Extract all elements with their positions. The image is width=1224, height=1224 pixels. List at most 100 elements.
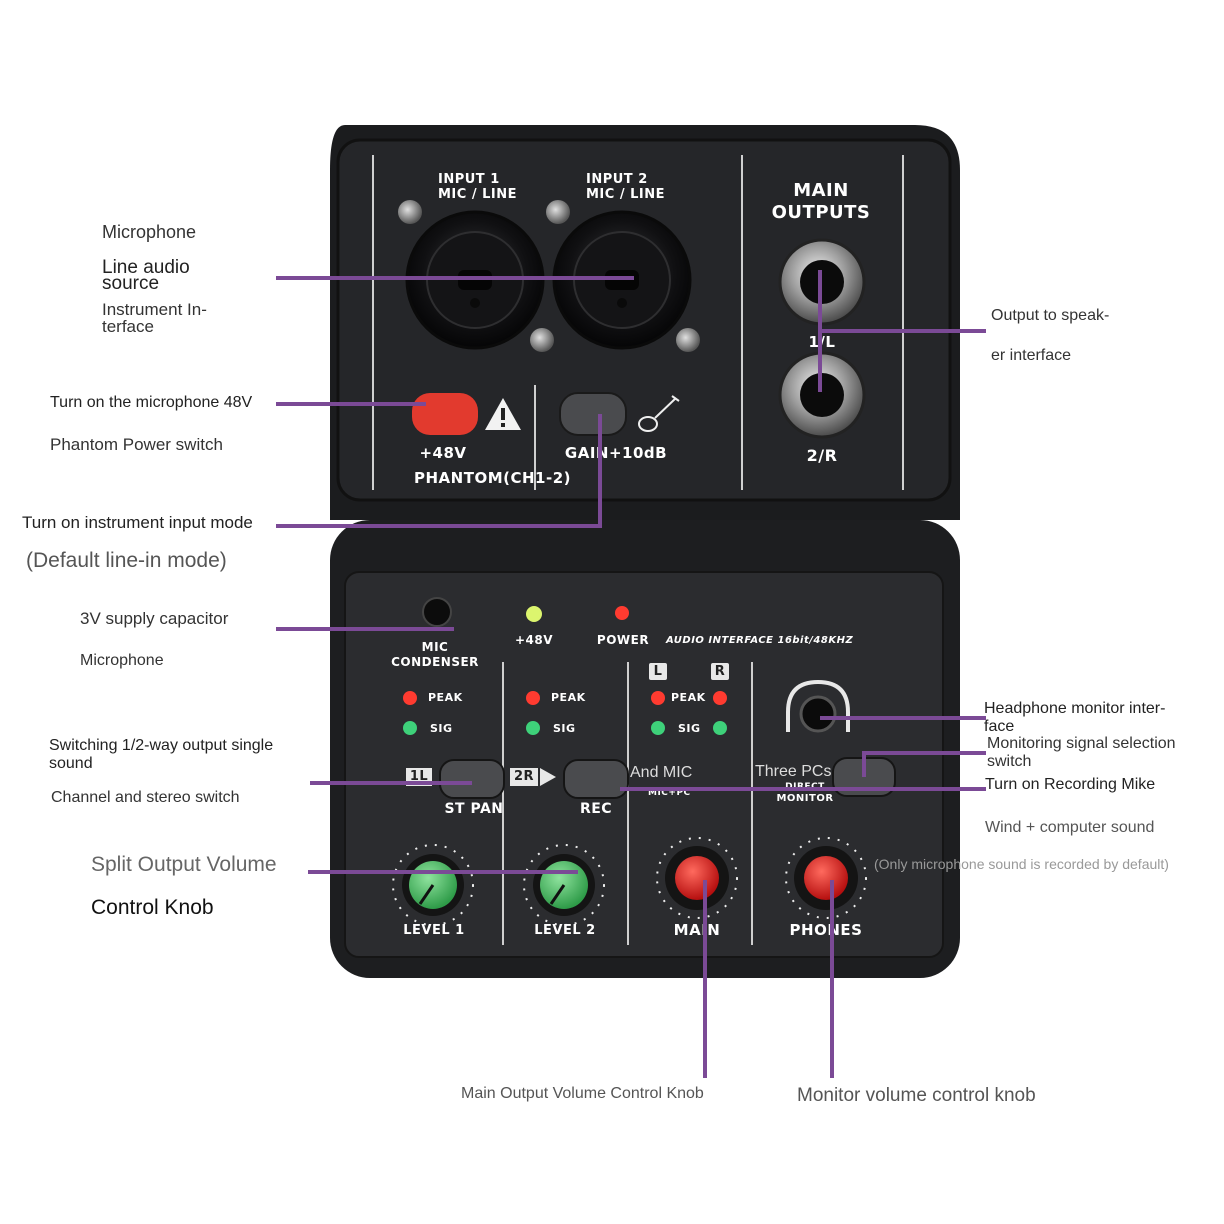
callout-switching-1: Switching 1/2-way output single	[49, 737, 274, 754]
callout-monitor-volume: Monitor volume control knob	[797, 1085, 1036, 1106]
knob-main	[656, 837, 738, 919]
model-text: AUDIO INTERFACE 16bit/48KHZ	[666, 635, 854, 646]
callout-capacitor: 3V supply capacitor	[80, 609, 229, 628]
leader-phantom	[276, 402, 426, 406]
front-panel	[344, 571, 944, 958]
leader-rec	[620, 787, 986, 791]
peak-label-main: PEAK	[671, 691, 706, 704]
sig-label-ch1: SIG	[430, 722, 453, 735]
callout-recording-mike: Turn on Recording Mike	[985, 776, 1156, 793]
sig-led-ch1	[403, 721, 417, 735]
peak-led-l	[651, 691, 665, 705]
callout-monitoring-2: switch	[987, 753, 1032, 770]
monitor-label-2: MONITOR	[776, 793, 834, 804]
input2-sub: MIC / LINE	[586, 187, 665, 202]
knob-label-main: MAIN	[673, 921, 721, 939]
input2-label: INPUT 2	[586, 172, 648, 187]
knob-phones	[785, 837, 867, 919]
condenser-label: CONDENSER	[391, 655, 479, 669]
callout-output-speaker-1: Output to speak-	[991, 307, 1110, 324]
knob-label-phones: PHONES	[789, 921, 863, 939]
callout-only-mic: (Only microphone sound is recorded by de…	[874, 856, 1169, 872]
phantom-label: PHANTOM(CH1-2)	[414, 469, 571, 487]
sig-label-main: SIG	[678, 722, 701, 735]
pan-1l-label: 1L	[409, 769, 429, 784]
sig-led-r	[713, 721, 727, 735]
callout-control-knob: Control Knob	[91, 896, 214, 919]
callout-microphone-top: Microphone	[102, 222, 197, 242]
leader-capacitor	[276, 627, 454, 631]
pan-2r-label: 2R	[513, 769, 535, 784]
knob-label-level-2: LEVEL 2	[534, 923, 596, 938]
rec-label: REC	[579, 801, 613, 817]
input1-label: INPUT 1	[438, 172, 500, 187]
xlr-input-2	[546, 200, 700, 352]
headphone-jack	[799, 695, 837, 733]
leader-output-v	[818, 270, 822, 392]
callout-split-output: Split Output Volume	[91, 853, 277, 876]
leader-monitor-v	[862, 751, 866, 777]
callout-microphone-bottom: Microphone	[80, 652, 164, 669]
sig-led-l	[651, 721, 665, 735]
callout-phantom-2: Phantom Power switch	[50, 435, 223, 454]
led-power	[615, 606, 629, 620]
st-pan-switch	[439, 759, 505, 799]
callout-main-output: Main Output Volume Control Knob	[461, 1085, 704, 1102]
callout-line-audio-1: Line audio	[102, 257, 190, 278]
mic-label: MIC	[421, 640, 449, 654]
xlr-input-1	[398, 200, 554, 352]
led-power-label: POWER	[596, 633, 650, 647]
rec-switch	[563, 759, 629, 799]
callout-output-speaker-2: er interface	[991, 347, 1072, 364]
callout-line-audio-2: source	[102, 273, 160, 294]
led-48v-label: +48V	[514, 633, 554, 647]
callout-wind-computer: Wind + computer sound	[985, 819, 1155, 836]
r-label: R	[714, 664, 726, 679]
st-pan-label: ST PAN	[444, 801, 504, 817]
callout-and-mic: And MIC	[630, 764, 693, 781]
callout-instrument-1: Instrument In-	[102, 300, 207, 319]
phantom-voltage-label: +48V	[419, 444, 467, 462]
led-48v	[526, 606, 542, 622]
condenser-mic-capsule	[422, 597, 452, 627]
main-outputs-subtitle: OUTPUTS	[771, 202, 871, 223]
callout-headphone-1: Headphone monitor inter-	[984, 700, 1166, 717]
main-output-jack-2	[778, 351, 866, 439]
leader-instrument-h	[276, 524, 602, 528]
callout-headphone-2: face	[984, 718, 1015, 735]
peak-led-ch2	[526, 691, 540, 705]
peak-label-ch1: PEAK	[428, 691, 463, 704]
callout-switching-2: sound	[49, 755, 93, 772]
out1-label: 1/L	[792, 333, 852, 351]
main-output-jack-1	[778, 238, 866, 326]
peak-led-ch1	[403, 691, 417, 705]
knob-label-level-1: LEVEL 1	[403, 923, 465, 938]
callout-three-pcs: Three PCs	[755, 763, 832, 780]
leader-headphone	[820, 716, 986, 720]
leader-input	[276, 276, 634, 280]
phantom-power-button	[412, 393, 478, 435]
leader-main-knob	[703, 880, 707, 1078]
main-outputs-title: MAIN	[793, 180, 849, 201]
leader-st-pan	[310, 781, 472, 785]
callout-instrument-mode: Turn on instrument input mode	[22, 513, 253, 532]
leader-level	[308, 870, 578, 874]
callout-phantom-1: Turn on the microphone 48V	[50, 394, 253, 411]
peak-led-r	[713, 691, 727, 705]
callout-default-line: (Default line-in mode)	[26, 549, 227, 572]
sig-label-ch2: SIG	[553, 722, 576, 735]
leader-instrument-v	[598, 414, 602, 528]
l-label: L	[653, 664, 663, 679]
headphone-icon	[786, 679, 850, 732]
leader-monitor-h	[864, 751, 986, 755]
peak-label-ch2: PEAK	[551, 691, 586, 704]
leader-phones-knob	[830, 880, 834, 1078]
gain-boost-button	[559, 392, 627, 436]
rec-mode-label: MIC+PC	[648, 788, 691, 798]
guitar-icon	[638, 395, 680, 432]
callout-instrument-2: terface	[102, 317, 154, 336]
gain-label: GAIN+10dB	[564, 444, 668, 462]
callout-channel-stereo: Channel and stereo switch	[51, 789, 240, 806]
